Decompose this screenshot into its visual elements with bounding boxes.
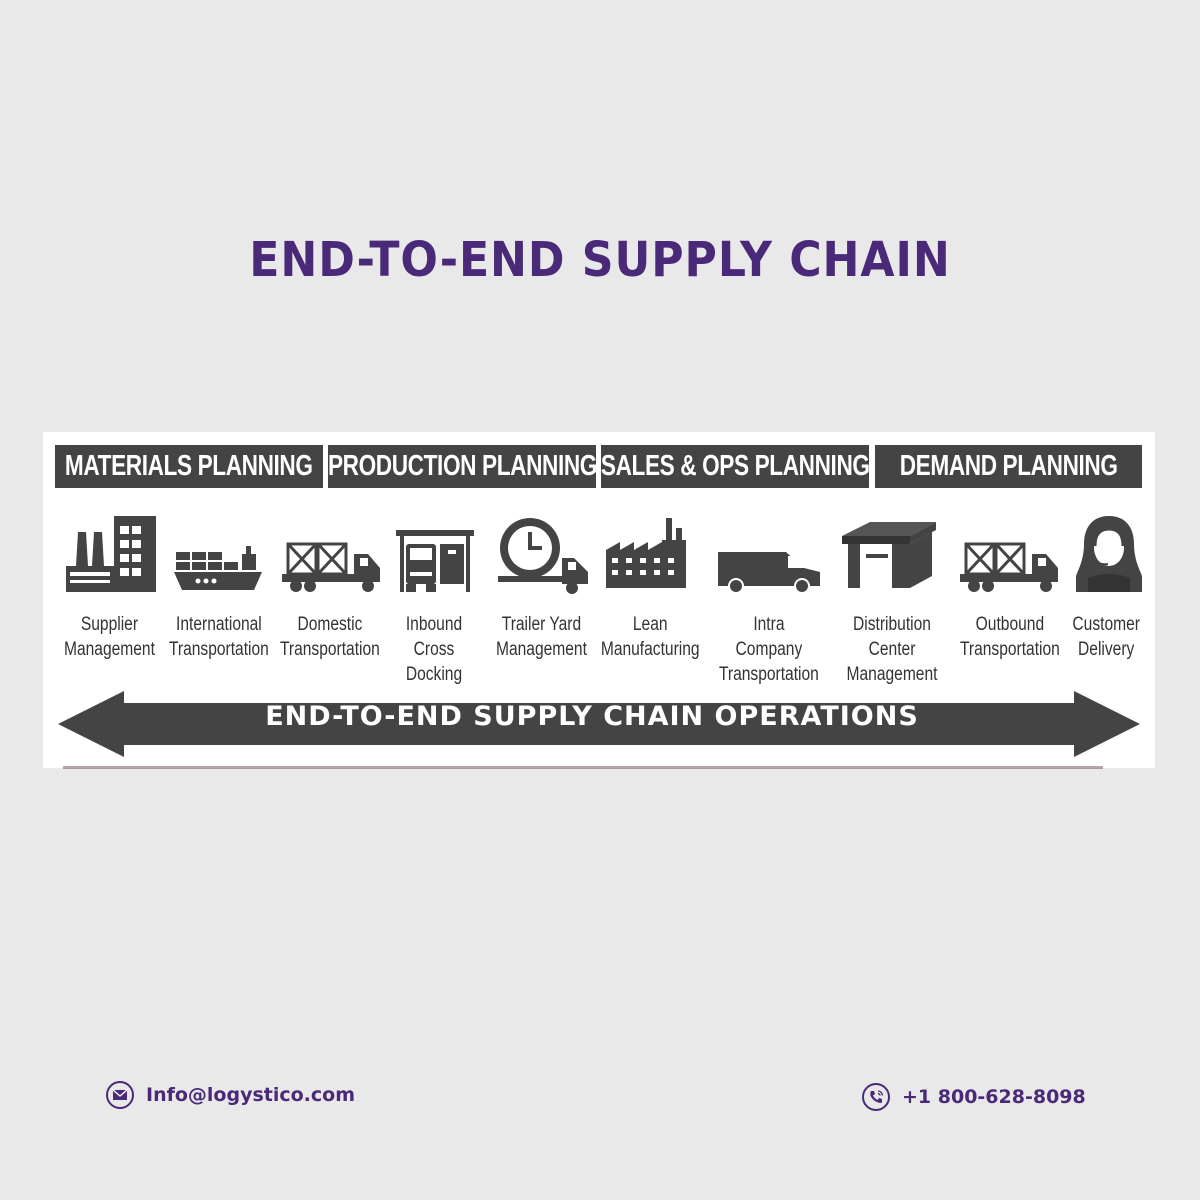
panel-shadow	[63, 766, 1103, 769]
phone-contact[interactable]: +1 800-628-8098	[862, 1083, 1086, 1111]
warehouse-icon	[842, 522, 936, 588]
phone-number[interactable]: +1 800-628-8098	[902, 1086, 1086, 1108]
step-label-distribution-center-management: Distribution Center Management	[846, 614, 938, 685]
step-label-trailer-yard-management: Trailer Yard Management	[495, 614, 587, 660]
phase-materials-planning: MATERIALS PLANNING	[55, 445, 323, 488]
step-label-intra-company-transportation: Intra Company Transportation	[718, 614, 819, 685]
cargo-ship-icon	[174, 546, 262, 590]
van-icon	[718, 552, 820, 594]
email-address[interactable]: Info@logystico.com	[146, 1084, 356, 1106]
page-title: END-TO-END SUPPLY CHAIN	[249, 232, 951, 288]
phase-production-planning: PRODUCTION PLANNING	[327, 445, 597, 488]
loading-dock-icon	[396, 530, 474, 592]
email-contact[interactable]: Info@logystico.com	[106, 1081, 355, 1109]
step-label-lean-manufacturing: Lean Manufacturing	[600, 614, 700, 660]
operations-label: END-TO-END SUPPLY CHAIN OPERATIONS	[265, 701, 919, 732]
factory-icon	[66, 516, 156, 592]
mail-icon	[106, 1081, 134, 1109]
step-label-outbound-transportation: Outbound Transportation	[959, 614, 1060, 660]
phase-sales-ops-planning: SALES & OPS PLANNING	[601, 445, 870, 488]
phase-demand-planning: DEMAND PLANNING	[875, 445, 1142, 488]
step-label-international-transportation: International Transportation	[168, 614, 269, 660]
operations-arrow	[58, 691, 1140, 757]
manufacturing-plant-icon	[606, 518, 686, 588]
clock-trailer-icon	[498, 518, 588, 594]
step-label-domestic-transportation: Domestic Transportation	[279, 614, 380, 660]
step-label-customer-delivery: Customer Delivery	[1072, 614, 1140, 660]
step-label-inbound-cross-docking: Inbound Cross Docking	[405, 614, 463, 685]
flatbed-truck-icon	[282, 542, 380, 592]
flatbed-truck-icon	[960, 542, 1058, 592]
step-label-supplier-management: Supplier Management	[63, 614, 155, 660]
customer-headset-icon	[1076, 516, 1142, 592]
phone-icon	[862, 1083, 890, 1111]
